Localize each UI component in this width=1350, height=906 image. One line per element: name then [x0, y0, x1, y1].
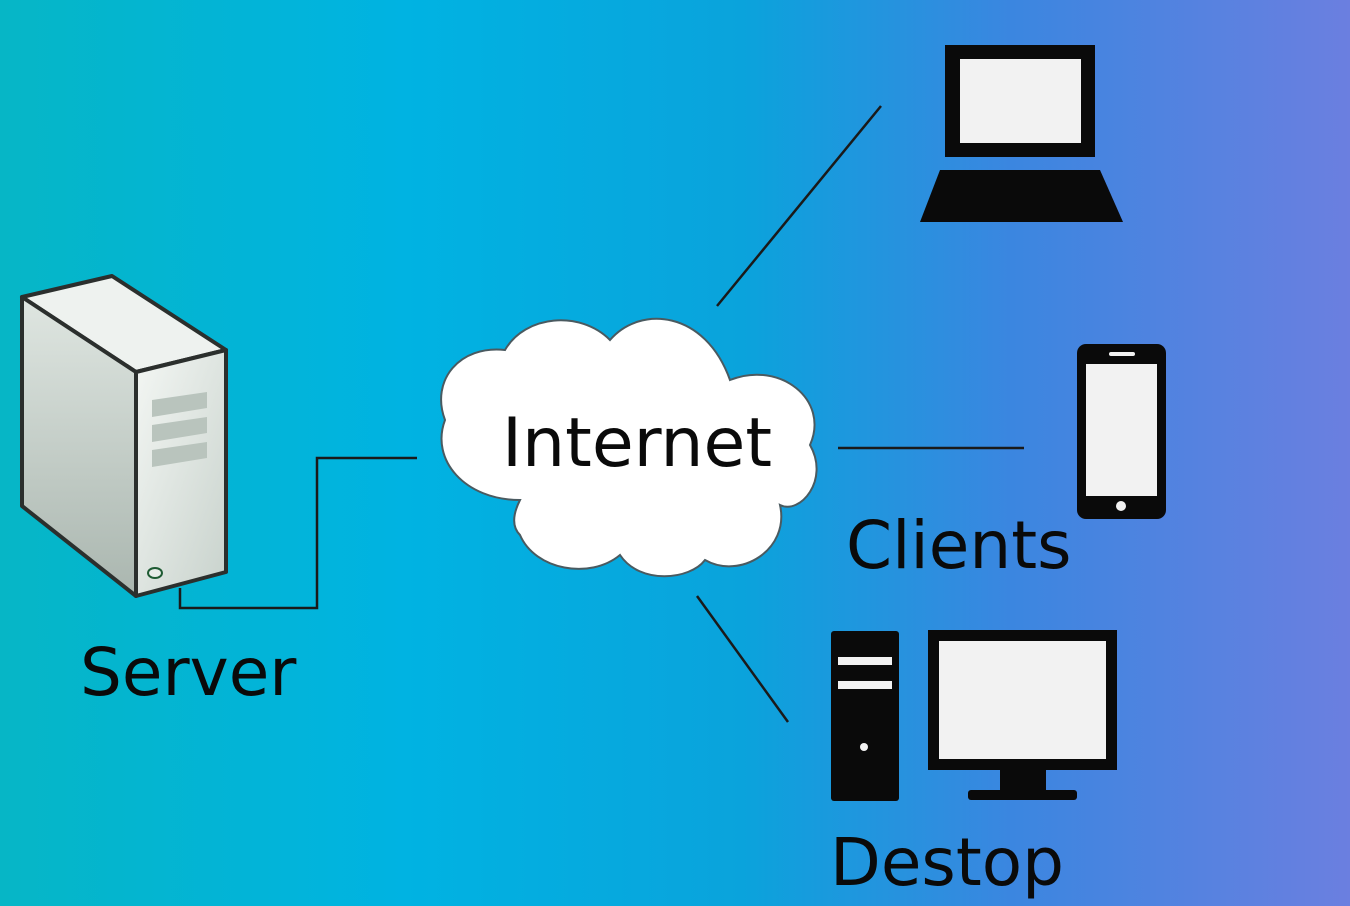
clients-label: Clients	[846, 507, 1072, 584]
connector-internet-laptop	[716, 105, 882, 307]
server-label: Server	[80, 634, 297, 711]
desktop-label: Destop	[830, 824, 1064, 901]
server-tower-icon	[20, 274, 228, 598]
laptop-icon	[920, 45, 1123, 222]
desktop-computer-icon	[831, 630, 1117, 801]
connector-internet-desktop	[695, 595, 790, 723]
internet-label: Internet	[502, 404, 773, 483]
smartphone-icon	[1077, 344, 1166, 519]
cloud-icon	[440, 317, 818, 578]
connector-server-internet	[178, 456, 417, 610]
